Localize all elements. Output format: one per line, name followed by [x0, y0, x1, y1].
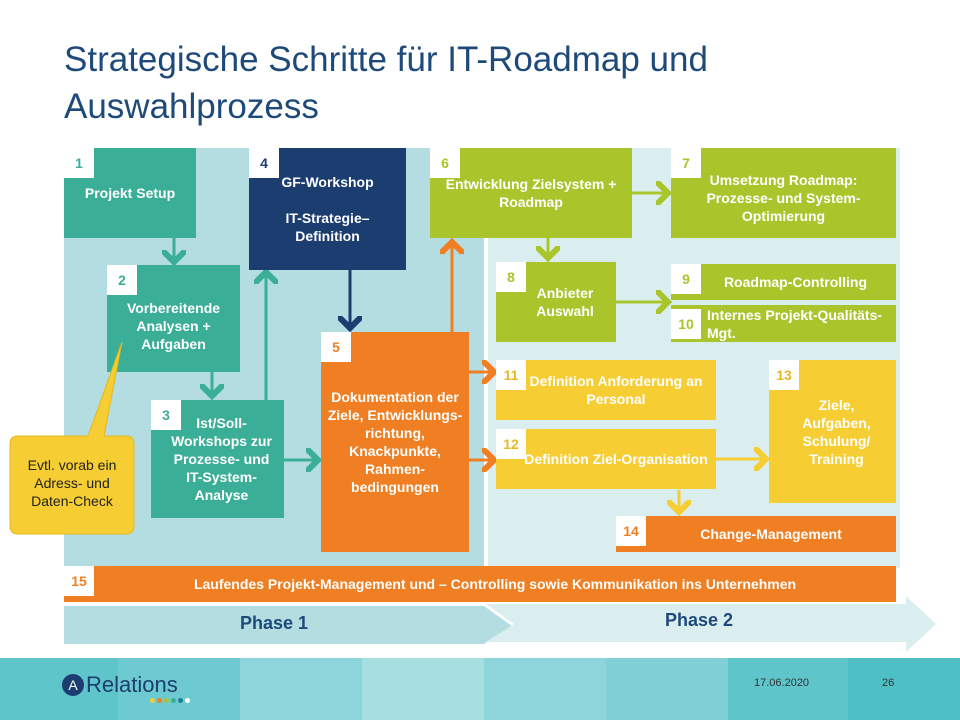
step-number: 4 [249, 148, 279, 178]
step-number: 5 [321, 332, 351, 362]
phase1-label: Phase 1 [240, 613, 309, 633]
step-number: 8 [496, 262, 526, 292]
step-number: 15 [64, 566, 94, 596]
step-label: GF-Workshop IT-Strategie–Definition [281, 174, 374, 244]
step-label: Ist/Soll-Workshops zur Prozesse- und IT-… [171, 415, 272, 503]
step-label: Entwicklung Zielsystem + Roadmap [445, 176, 617, 210]
step-label: Ziele, Aufgaben, Schulung/ Training [802, 396, 871, 467]
step-number: 7 [671, 148, 701, 178]
step-label: Laufendes Projekt-Management und – Contr… [193, 576, 797, 592]
phase2-label: Phase 2 [665, 610, 734, 630]
callout-text: Evtl. vorab ein Adress- und Daten-Check [27, 457, 117, 509]
step-number: 10 [671, 309, 701, 339]
step-label: Internes Projekt-Qualitäts-Mgt. [707, 306, 883, 341]
slide-title: Strategische Schritte für IT-Roadmap und… [64, 40, 708, 126]
step-number: 13 [769, 360, 799, 390]
step-label: Projekt Setup [84, 185, 176, 201]
step-14: 14 Change-Management [616, 516, 896, 552]
step-label: Definition Anforderung an Personal [529, 373, 703, 407]
step-number: 6 [430, 148, 460, 178]
step-label: Definition Ziel-Organisation [524, 451, 708, 467]
logo-dots [150, 698, 190, 703]
step-number: 11 [496, 360, 526, 390]
step-number: 14 [616, 516, 646, 546]
logo: A Relations [62, 672, 178, 698]
footer-date: 17.06.2020 [754, 677, 810, 689]
step-number: 9 [671, 264, 701, 294]
footer-bar [0, 658, 960, 720]
step-number: 1 [64, 148, 94, 178]
step-number: 2 [107, 265, 137, 295]
step-label: Anbieter Auswahl [536, 285, 594, 319]
page-number: 26 [882, 677, 895, 689]
step-label: Roadmap-Controlling [723, 274, 868, 290]
step-9: 9 Roadmap-Controlling [671, 264, 896, 300]
step-number: 3 [151, 400, 181, 430]
step-label: Vorbereitende Analysen + Aufgaben [126, 299, 221, 352]
step-label: Change-Management [700, 526, 842, 542]
step-label: Umsetzung Roadmap: Prozesse- und System-… [706, 172, 861, 224]
step-number: 12 [496, 429, 526, 459]
step-15: 15 Laufendes Projekt-Management und – Con… [64, 566, 896, 602]
step-label: Dokumentation der Ziele, Entwicklungs-ri… [327, 389, 463, 495]
